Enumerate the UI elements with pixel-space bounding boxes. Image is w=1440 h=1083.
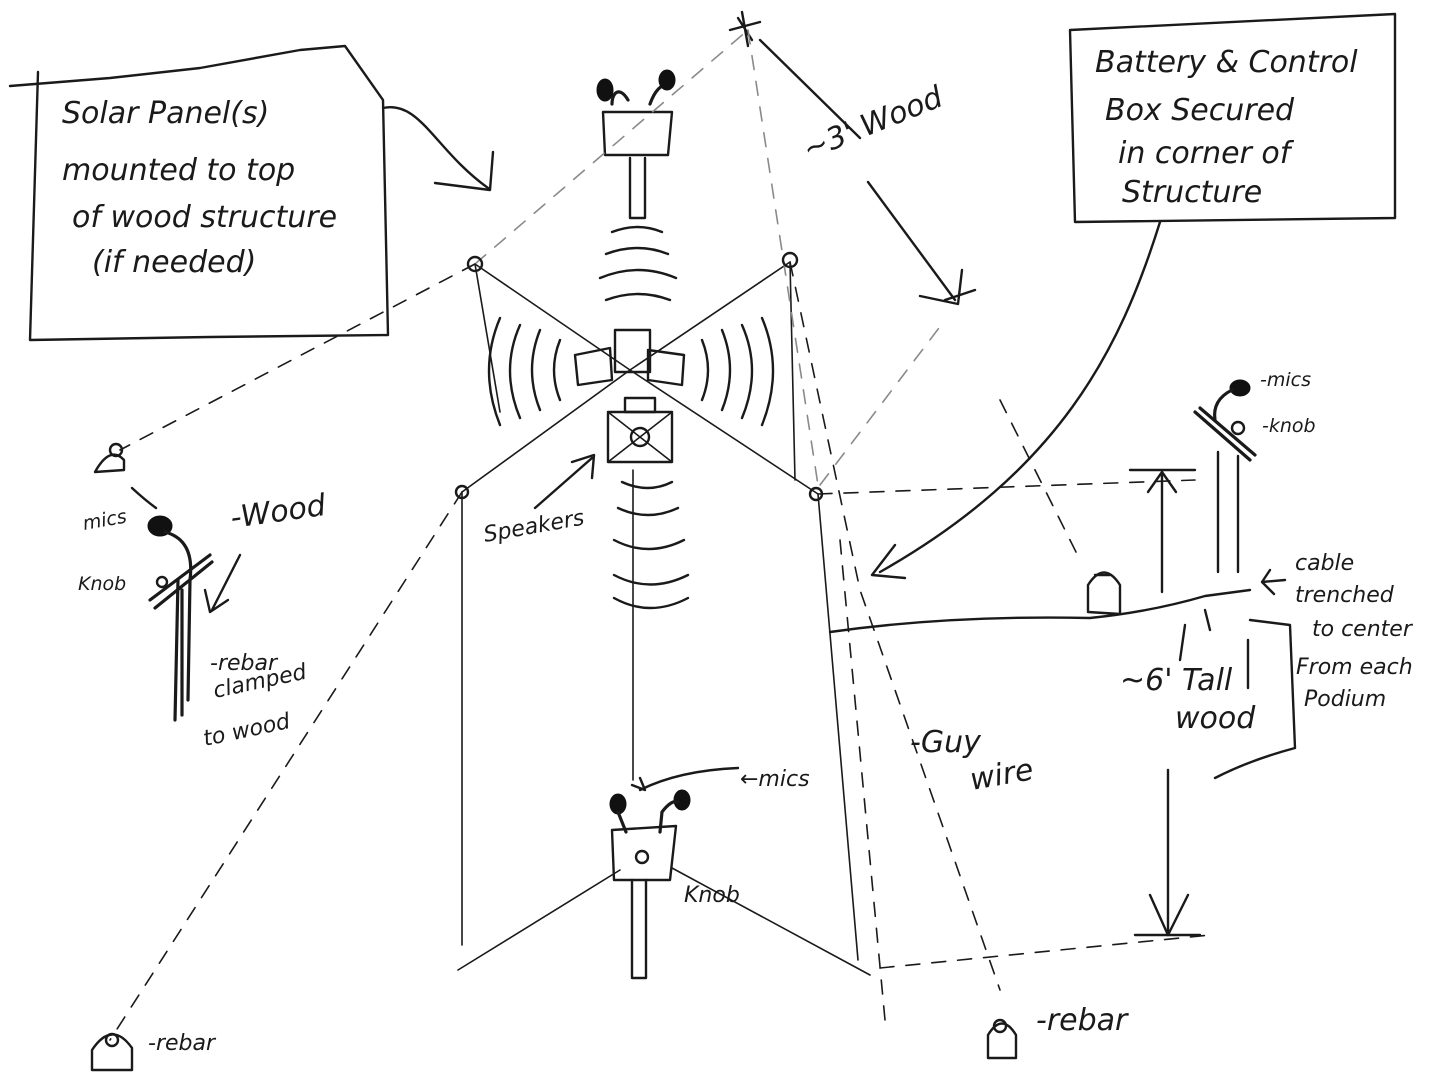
right-podium-post bbox=[1216, 450, 1240, 574]
knob-center-label: Knob bbox=[684, 883, 740, 908]
mics-right-label: -mics bbox=[1260, 369, 1311, 391]
tall-label-1: ~6' Tall bbox=[1120, 663, 1233, 698]
top-mic-box bbox=[601, 110, 674, 157]
rebar-anchor-left-mid bbox=[93, 442, 126, 474]
speaker-cluster bbox=[573, 328, 686, 464]
speaker-left bbox=[573, 346, 614, 387]
ring-node bbox=[454, 484, 470, 500]
solar-pointer-arrow bbox=[381, 105, 490, 190]
tall-label-2: wood bbox=[1175, 701, 1256, 736]
cable-label-3: to center bbox=[1312, 617, 1414, 642]
top-mic-left-stem bbox=[610, 90, 630, 106]
battery-note-line4: Structure bbox=[1122, 175, 1262, 210]
knob-right-label: -knob bbox=[1262, 415, 1316, 437]
cable-label-2: trenched bbox=[1295, 583, 1395, 608]
top-mic-unit bbox=[596, 69, 676, 220]
left-podium: mics Knob -Wood -rebar clamped to wood bbox=[78, 486, 329, 752]
cable-label-5: Podium bbox=[1304, 687, 1386, 712]
wood-pointer-arrow bbox=[866, 180, 957, 302]
ring-node bbox=[808, 486, 824, 502]
speaker-right bbox=[646, 348, 686, 387]
rebar-anchor-left-bottom bbox=[90, 1032, 134, 1072]
cable-label-4: From each bbox=[1296, 655, 1413, 680]
battery-note-line1: Battery & Control bbox=[1095, 45, 1358, 80]
guy-rings bbox=[454, 251, 824, 502]
solar-note: Solar Panel(s) mounted to top of wood st… bbox=[8, 44, 495, 342]
cable-label-1: cable bbox=[1295, 551, 1354, 576]
top-mic-right bbox=[658, 69, 676, 91]
structure bbox=[109, 29, 1211, 1041]
guy-wire-label-1: -Guy bbox=[910, 725, 982, 760]
battery-pointer-arrow bbox=[878, 220, 1162, 574]
rebar-anchor-right-bottom bbox=[986, 1018, 1018, 1060]
mics-center-label: ←mics bbox=[740, 767, 810, 792]
battery-note: Battery & Control Box Secured in corner … bbox=[870, 12, 1397, 580]
solar-note-line2: mounted to top bbox=[62, 153, 295, 188]
right-knob bbox=[1230, 420, 1246, 436]
speakers-label: Speakers bbox=[482, 506, 587, 548]
solar-note-line4: (if needed) bbox=[92, 245, 256, 280]
battery-pointer-arrowhead bbox=[870, 543, 907, 580]
rebar-left-label: -rebar bbox=[148, 1031, 217, 1056]
right-podium: -mics -knob cable trenched to center Fro… bbox=[828, 369, 1414, 937]
mics-left-label: mics bbox=[81, 506, 128, 535]
wood-left-label: -Wood bbox=[228, 488, 329, 536]
ring-node bbox=[781, 251, 799, 269]
rebar-anchor-right-ground bbox=[1086, 571, 1122, 616]
bottom-knob bbox=[634, 849, 650, 865]
sound-waves bbox=[487, 225, 775, 610]
ground-line bbox=[828, 588, 1252, 634]
speaker-cone bbox=[629, 426, 651, 448]
battery-note-line3: in corner of bbox=[1118, 136, 1295, 171]
rebar-right-label: -rebar bbox=[1036, 1003, 1129, 1038]
right-mic bbox=[1229, 379, 1251, 397]
top-mast bbox=[628, 156, 647, 220]
bottom-mic-unit: ←mics Knob bbox=[609, 766, 810, 908]
battery-note-line2: Box Secured bbox=[1105, 93, 1295, 128]
rebar-clamp-label-3: to wood bbox=[201, 709, 293, 752]
wood-3ft-label: ~3' Wood bbox=[798, 79, 949, 167]
rebar-clamp-label-1: -rebar bbox=[210, 651, 279, 676]
ring-node bbox=[466, 255, 484, 273]
top-mic-left bbox=[596, 78, 614, 102]
bottom-mic-box bbox=[610, 824, 678, 882]
solar-note-line3: of wood structure bbox=[72, 200, 337, 235]
knob-left-label: Knob bbox=[78, 573, 126, 595]
solar-note-line1: Solar Panel(s) bbox=[62, 96, 269, 131]
left-knob bbox=[155, 575, 169, 589]
speaker-top bbox=[613, 328, 652, 374]
solar-pointer-arrowhead bbox=[433, 150, 495, 192]
